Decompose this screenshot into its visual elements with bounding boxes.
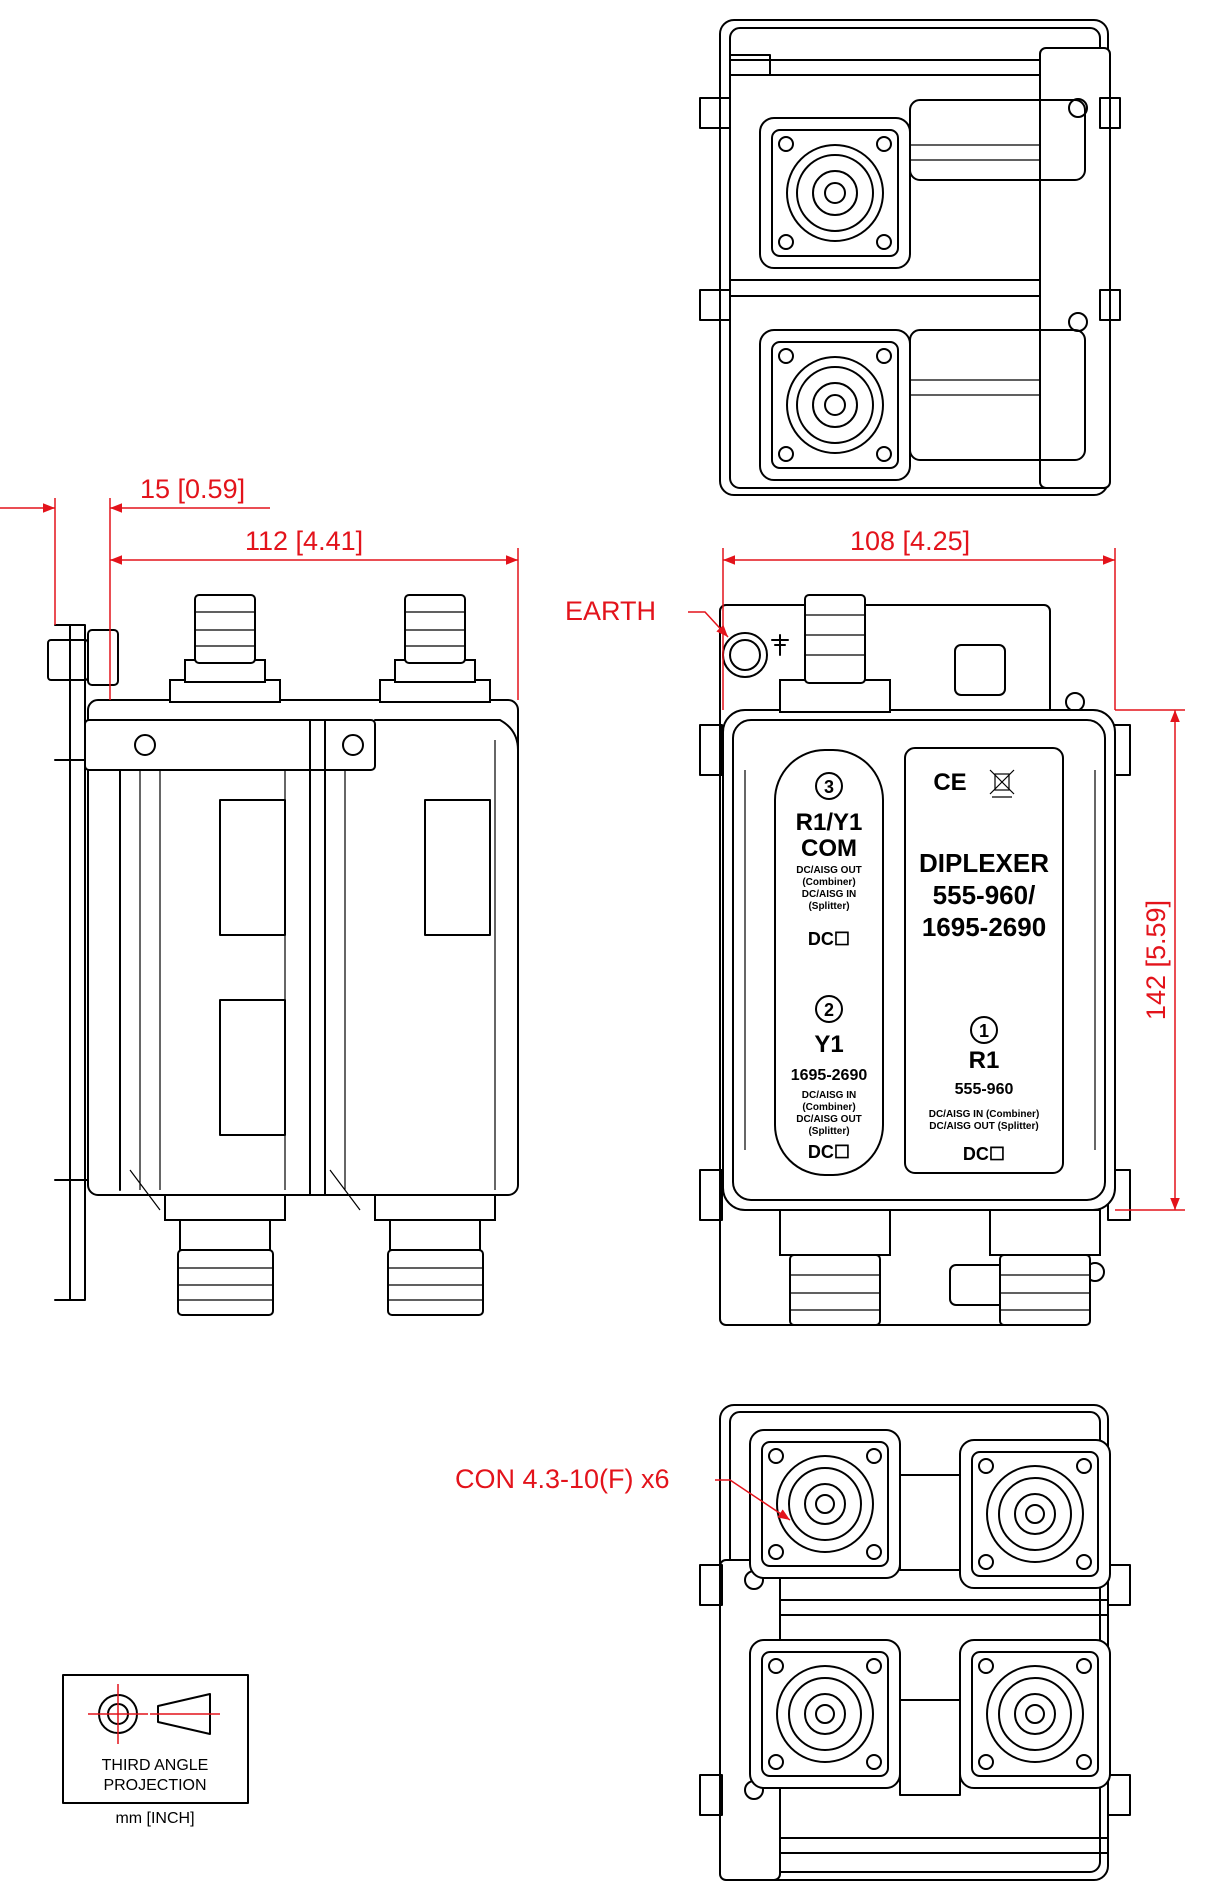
top-view (699, 19, 1121, 496)
offset-dimension-text: 15 [0.59] (140, 474, 245, 504)
dimension-depth: 112 [4.41] (110, 526, 519, 700)
projection-box: THIRD ANGLE PROJECTION mm [INCH] (62, 1674, 249, 1827)
height-dimension-text: 142 [5.59] (1141, 900, 1171, 1020)
projection-line2: PROJECTION (103, 1777, 206, 1794)
port2-dc-line1: DC/AISG IN (802, 1090, 856, 1101)
product-title-line2: 555-960/ (933, 880, 1036, 910)
projection-line1: THIRD ANGLE (102, 1757, 209, 1774)
product-title-line3: 1695-2690 (922, 912, 1046, 942)
side-connector-bottom-2 (374, 1194, 496, 1316)
connectors-callout-text: CON 4.3-10(F) x6 (455, 1464, 670, 1494)
dimension-width: 108 [4.25] (722, 526, 1116, 710)
top-connector-1 (759, 117, 911, 269)
port3-number: 3 (824, 777, 834, 797)
port2-name: Y1 (814, 1031, 843, 1058)
port3-dc-mark: DC☐ (808, 929, 850, 949)
port1-name: R1 (969, 1047, 1000, 1074)
port2-frequency: 1695-2690 (791, 1067, 868, 1084)
port2-dc-mark: DC☐ (808, 1142, 850, 1162)
dimension-offset: 15 [0.59] (0, 474, 270, 700)
port2-dc-line3: DC/AISG OUT (796, 1114, 862, 1125)
front-connector-top (779, 594, 891, 713)
port3-dc-line3: DC/AISG IN (802, 889, 856, 900)
port1-frequency: 555-960 (955, 1081, 1014, 1098)
front-connector-bottom-1 (779, 1209, 891, 1326)
dimension-height: 142 [5.59] (1115, 709, 1185, 1211)
port-label-left: 3 R1/Y1 COM DC/AISG OUT (Combiner) DC/AI… (774, 749, 884, 1176)
callout-connectors: CON 4.3-10(F) x6 (455, 1464, 791, 1521)
earth-stud (722, 632, 789, 678)
bottom-connector-3 (749, 1639, 901, 1789)
front-view: 3 R1/Y1 COM DC/AISG OUT (Combiner) DC/AI… (699, 594, 1131, 1326)
depth-dimension-text: 112 [4.41] (245, 526, 363, 556)
side-connector-top-2 (379, 594, 491, 703)
side-connector-top-1 (169, 594, 281, 703)
third-angle-projection-icon (88, 1684, 220, 1744)
port1-dc-mark: DC☐ (963, 1144, 1005, 1164)
port3-dc-line4: (Splitter) (808, 901, 849, 912)
port3-name-line2: COM (801, 835, 857, 862)
bottom-connector-1 (749, 1429, 901, 1579)
side-connector-bottom-1 (164, 1194, 286, 1316)
bottom-connector-2 (959, 1439, 1111, 1589)
earth-callout-text: EARTH (565, 596, 656, 626)
weee-bin-icon (989, 769, 1015, 798)
front-connector-bottom-2 (989, 1209, 1101, 1326)
port3-dc-line2: (Combiner) (802, 877, 855, 888)
port1-dc-line2: DC/AISG OUT (Splitter) (929, 1121, 1038, 1132)
port2-dc-line4: (Splitter) (808, 1126, 849, 1137)
top-connector-2 (759, 329, 911, 481)
port3-dc-line1: DC/AISG OUT (796, 865, 862, 876)
port2-dc-line2: (Combiner) (802, 1102, 855, 1113)
port1-number: 1 (979, 1021, 989, 1041)
port2-number: 2 (824, 1000, 834, 1020)
bottom-connector-4 (959, 1639, 1111, 1789)
port1-dc-line1: DC/AISG IN (Combiner) (929, 1109, 1040, 1120)
port-label-right: CE DIPLEXER 555-960/ 1695-2690 1 R1 555-… (904, 747, 1064, 1174)
width-dimension-text: 108 [4.25] (850, 526, 970, 556)
callout-earth: EARTH (565, 596, 729, 638)
bottom-view (699, 1404, 1131, 1881)
units-note: mm [INCH] (115, 1810, 194, 1827)
ce-mark: CE (933, 769, 966, 796)
product-title-line1: DIPLEXER (919, 848, 1049, 878)
side-view (47, 594, 519, 1316)
port3-name-line1: R1/Y1 (796, 809, 863, 836)
